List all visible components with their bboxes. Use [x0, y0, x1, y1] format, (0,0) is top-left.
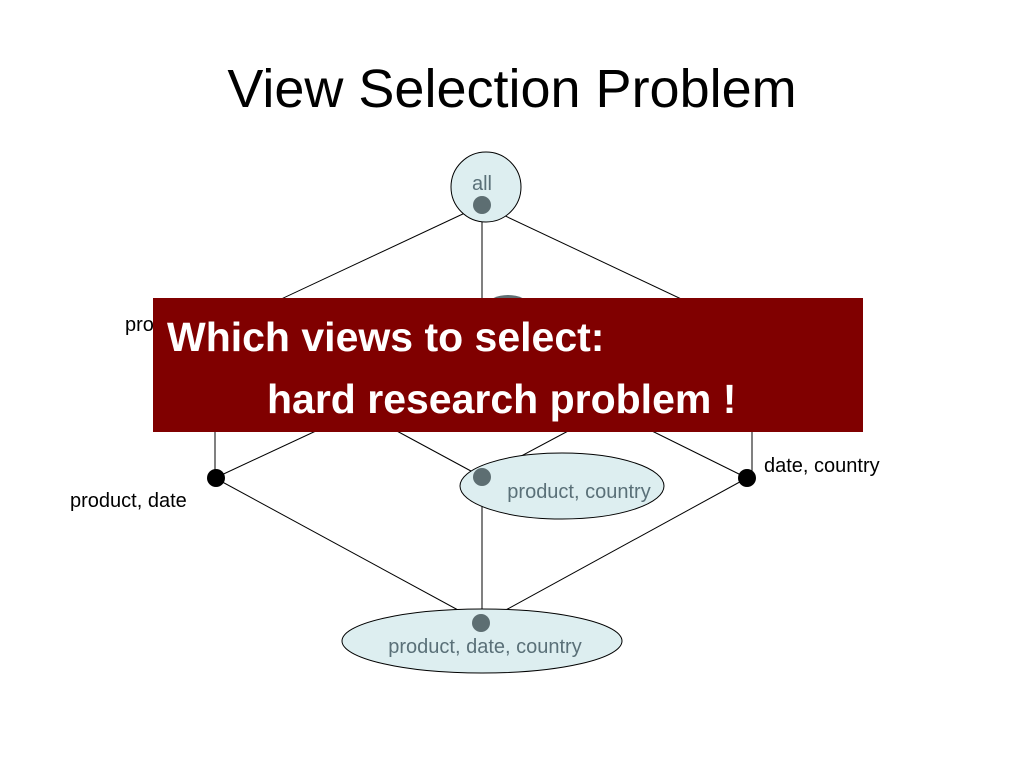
node-all-dot [473, 196, 491, 214]
edge-datecountry-base [481, 477, 748, 624]
node-product-country-label: product, country [507, 481, 650, 503]
edge-date-datecountry [649, 429, 748, 479]
node-product-country-highlight [459, 452, 665, 520]
callout-line-1: Which views to select: [167, 314, 605, 360]
callout-line-2: hard research problem ! [267, 376, 737, 422]
node-product: pro [125, 314, 154, 336]
edge-product-productcountry [394, 429, 483, 478]
node-product-country-dot [473, 468, 491, 486]
node-product-country: product, country [459, 452, 665, 520]
node-product-date-label: product, date [70, 490, 187, 512]
node-product-date-country: product, date, country [341, 608, 623, 674]
node-date-country-dot [738, 469, 756, 487]
node-all: all [450, 151, 522, 223]
node-product-date-dot [207, 469, 225, 487]
node-all-label: all [472, 173, 492, 195]
node-date-country-label: date, country [764, 455, 880, 477]
node-product-date-country-label: product, date, country [388, 636, 581, 658]
slide-title: View Selection Problem [227, 59, 797, 119]
node-product-date-country-highlight [341, 608, 623, 674]
edge-productdate-base [214, 477, 483, 624]
node-product-date-country-dot [472, 614, 490, 632]
node-product-date: product, date [70, 469, 225, 512]
node-product-label: pro [125, 314, 154, 336]
callout-box: Which views to select: hard research pro… [153, 298, 863, 432]
lattice-edges [214, 204, 753, 624]
edge-date-productdate [214, 429, 319, 479]
node-all-highlight [450, 151, 522, 223]
node-date-country: date, country [738, 455, 880, 487]
